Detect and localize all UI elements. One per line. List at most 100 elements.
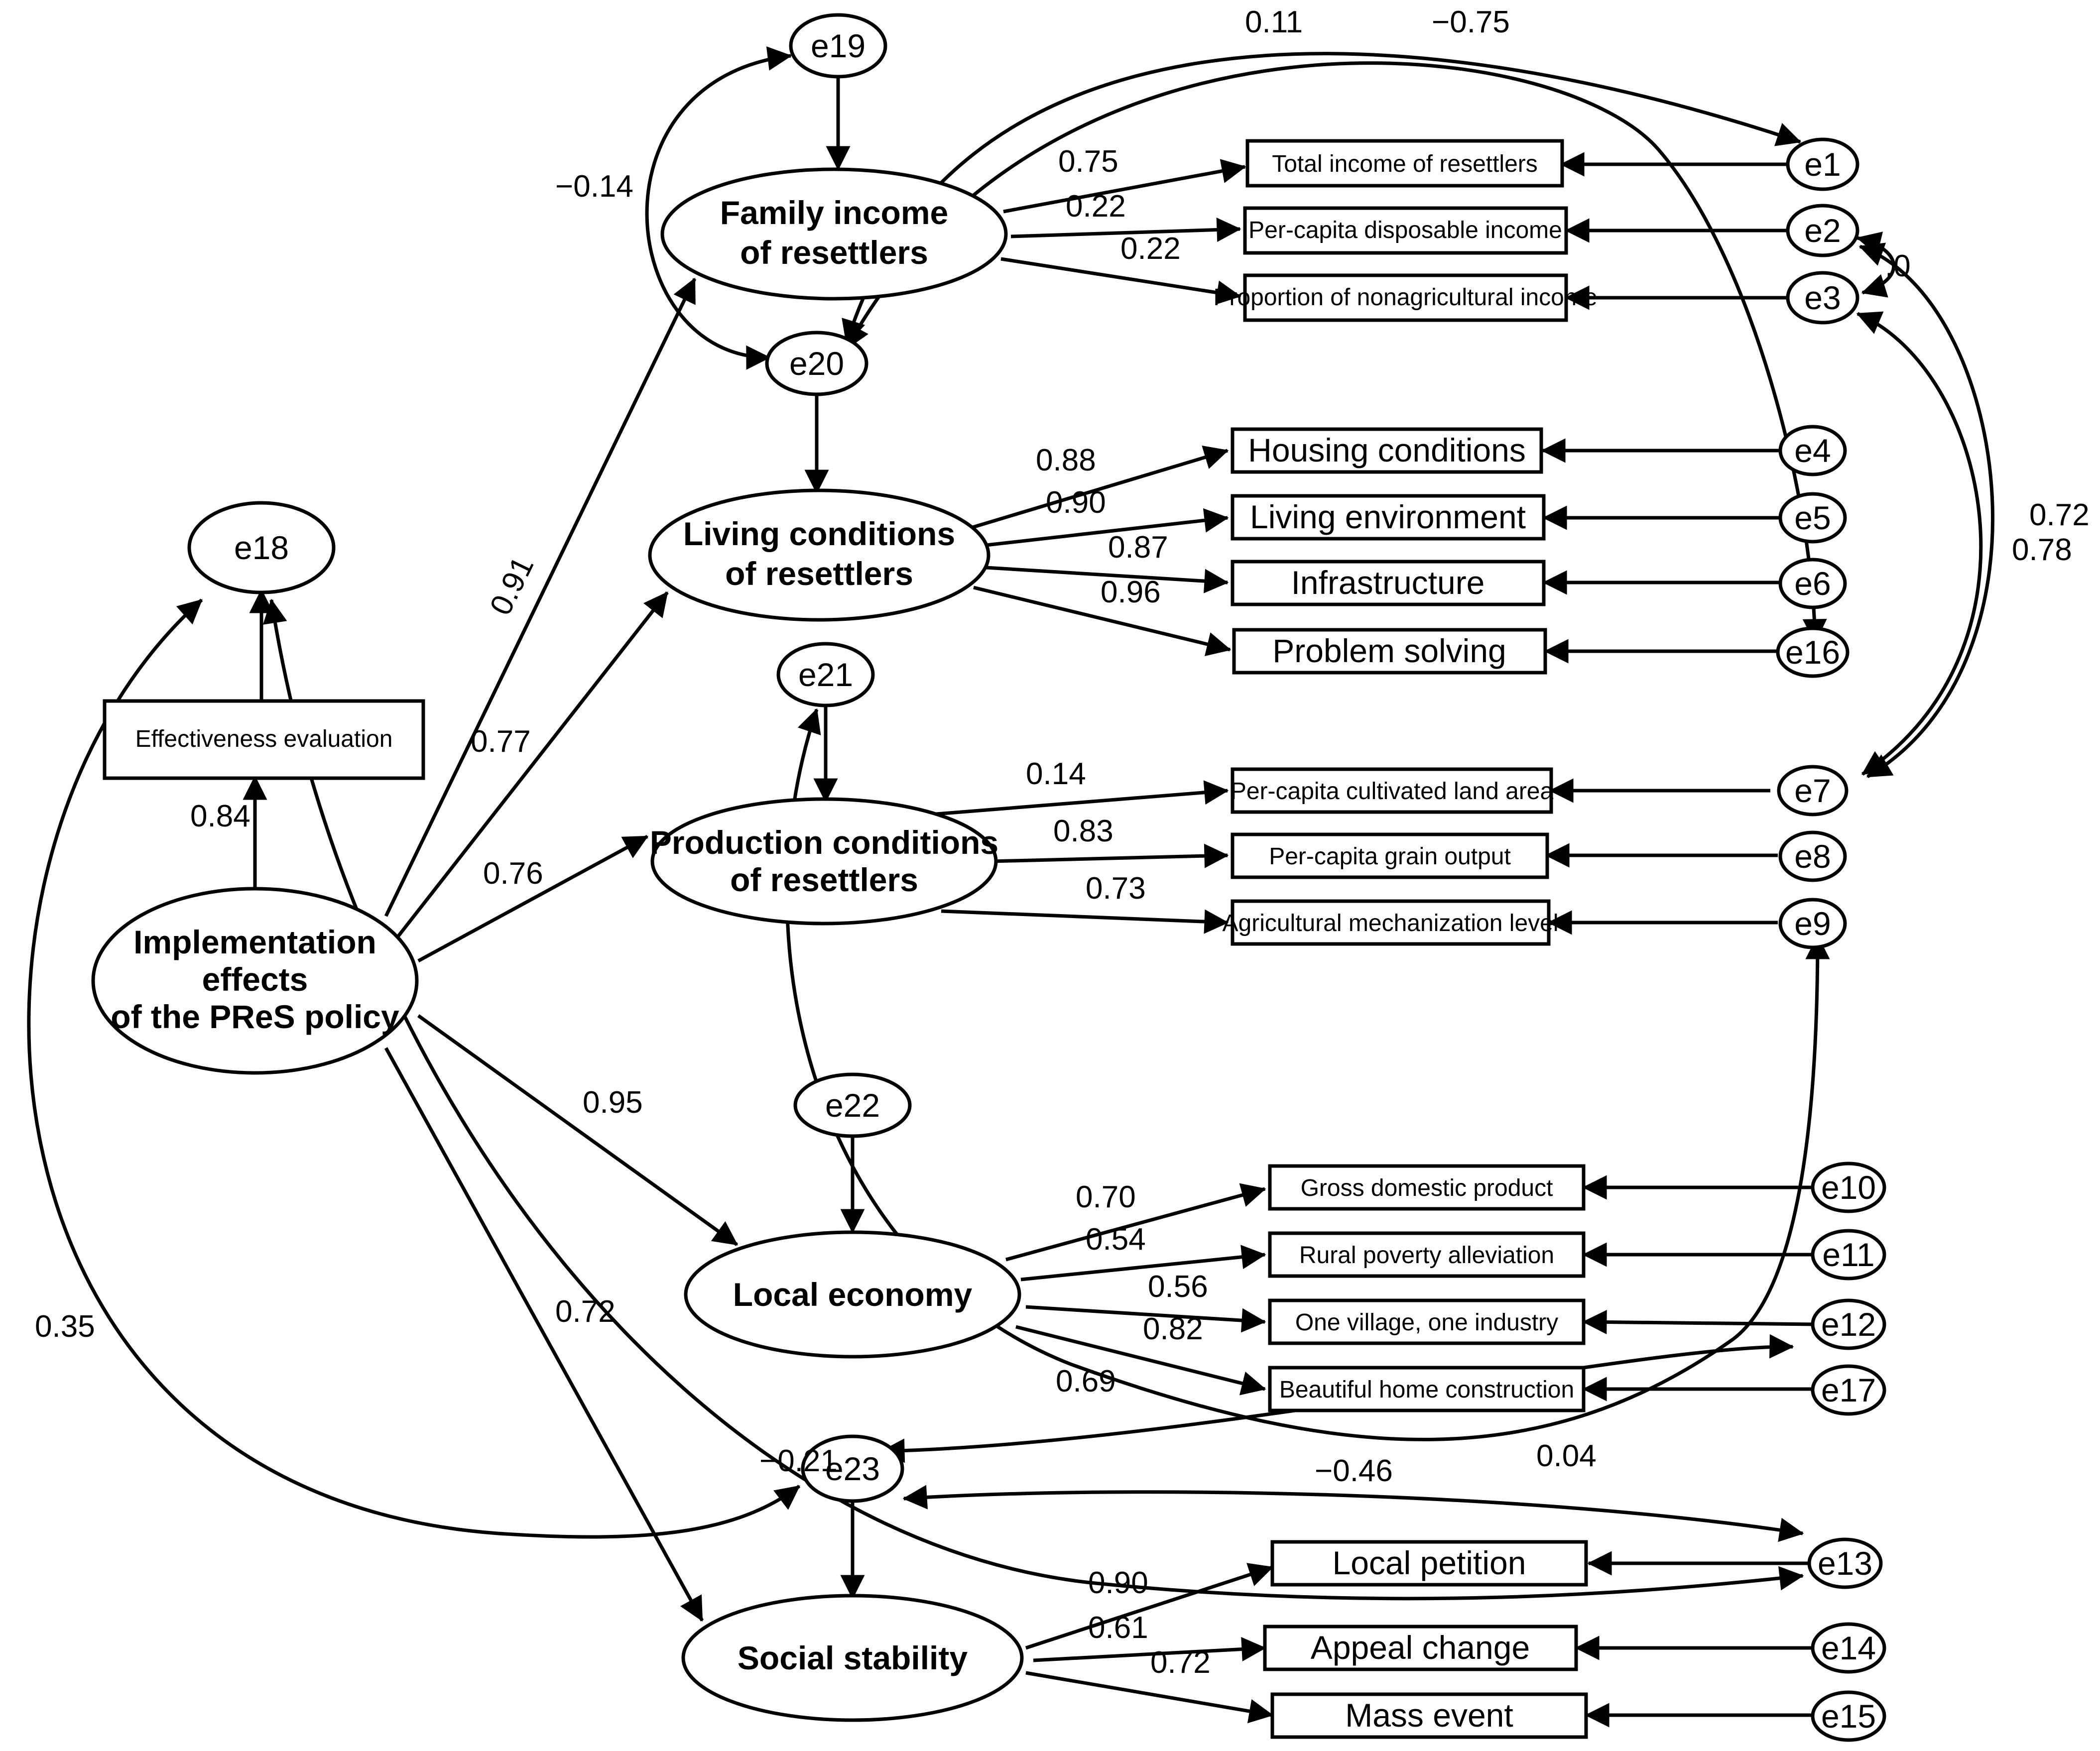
effectiveness-evaluation-label: Effectiveness evaluation — [135, 726, 393, 752]
edge-living-environment — [986, 508, 1229, 547]
coef-impl-family: 0.91 — [484, 551, 541, 620]
coef-e3-e7: 0.72 — [2029, 498, 2090, 532]
latent-local-economy: Local economy — [684, 1230, 1021, 1359]
e11-label: e11 — [1822, 1236, 1874, 1273]
e12-label: e12 — [1821, 1306, 1876, 1343]
problem-solving-box — [1232, 628, 1547, 675]
error-terms: e18 e19 e20 e21 e22 e23 e1 e2 e3 e4 e5 e… — [187, 13, 1886, 1742]
e14-node — [1811, 1622, 1886, 1674]
e21-node — [776, 642, 875, 707]
edge-production-grain — [990, 843, 1229, 868]
living-line-1: Living conditions — [683, 515, 955, 552]
appeal-change-box — [1263, 1625, 1578, 1671]
coef-economy-poverty: 0.54 — [1086, 1222, 1146, 1257]
grain-output-label: Per-capita grain output — [1269, 843, 1511, 870]
e21-label: e21 — [798, 656, 853, 693]
coef-e20-e16: −0.75 — [1432, 5, 1510, 39]
edge-social-appeal — [1033, 1637, 1266, 1662]
coef-e2-e7: 0.78 — [2012, 533, 2072, 567]
coef-production-mechanization: 0.73 — [1086, 871, 1146, 906]
e4-node — [1778, 425, 1847, 476]
coef-family-total: 0.75 — [1058, 144, 1118, 179]
e23-node — [801, 1434, 904, 1503]
implementation-line-3: of the PReS policy — [111, 998, 399, 1035]
e8-label: e8 — [1794, 838, 1831, 875]
grain-output-box — [1231, 832, 1549, 879]
coef-social-mass: 0.72 — [1150, 1645, 1211, 1680]
e5-label: e5 — [1794, 499, 1831, 536]
e3-node — [1786, 271, 1859, 325]
family-income-line-1: Family income — [720, 194, 949, 231]
e20-node — [765, 331, 868, 396]
coef-social-appeal: 0.61 — [1088, 1611, 1148, 1645]
village-industry-box — [1268, 1298, 1586, 1345]
infrastructure-label: Infrastructure — [1291, 564, 1485, 601]
local-economy-label: Local economy — [733, 1276, 973, 1313]
e16-label: e16 — [1785, 634, 1840, 671]
e16-node — [1776, 626, 1850, 678]
mass-event-label: Mass event — [1345, 1697, 1513, 1734]
e19-label: e19 — [811, 27, 865, 64]
edge-production-land — [936, 780, 1229, 816]
e18-label: e18 — [234, 529, 289, 566]
problem-solving-label: Problem solving — [1272, 632, 1506, 669]
housing-conditions-label: Housing conditions — [1248, 432, 1526, 468]
appeal-change-label: Appeal change — [1311, 1629, 1530, 1666]
disposable-income-box — [1243, 206, 1568, 255]
observed-indicators: Effectiveness evaluation Total income of… — [103, 139, 1598, 1739]
nonagri-income-label: Proportion of nonagricultural income — [1213, 284, 1597, 311]
production-line-2: of resettlers — [730, 861, 918, 898]
cov-e3-e7 — [1856, 311, 1983, 776]
coefficient-labels: 0.91 0.77 0.76 0.95 0.72 0.84 0.35 −0.14… — [35, 5, 2090, 1680]
poverty-label: Rural poverty alleviation — [1299, 1242, 1554, 1269]
coef-family-disposable: 0.22 — [1066, 189, 1126, 224]
e23-label: e23 — [825, 1450, 880, 1487]
coef-e18-e13: 0.04 — [1536, 1439, 1597, 1473]
cultivated-land-label: Per-capita cultivated land area — [1231, 778, 1554, 805]
e17-node — [1811, 1364, 1886, 1416]
e4-label: e4 — [1794, 432, 1831, 469]
implementation-line-2: effects — [202, 961, 308, 998]
e6-label: e6 — [1794, 565, 1831, 602]
coef-e18-e23: 0.35 — [35, 1309, 95, 1344]
latent-social-stability: Social stability — [681, 1594, 1024, 1722]
local-petition-label: Local petition — [1333, 1544, 1526, 1581]
cov-e2-e7 — [1858, 242, 1994, 779]
e2-label: e2 — [1804, 212, 1841, 249]
latent-implementation: Implementation effects of the PReS polic… — [91, 887, 419, 1075]
coef-e21-e13: −0.21 — [759, 1444, 838, 1478]
beautiful-home-label: Beautiful home construction — [1279, 1377, 1574, 1403]
coef-e20-e1: 0.11 — [1245, 5, 1303, 39]
coef-production-grain: 0.83 — [1053, 814, 1113, 848]
family-income-line-2: of resettlers — [740, 234, 928, 271]
e13-label: e13 — [1818, 1545, 1872, 1582]
cultivated-land-box — [1231, 767, 1553, 814]
e5-node — [1778, 492, 1847, 544]
living-environment-label: Living environment — [1250, 498, 1526, 535]
e7-node — [1777, 765, 1849, 817]
mechanization-box — [1231, 899, 1551, 946]
disposable-income-label: Per-capita disposable income — [1248, 217, 1562, 243]
coef-living-environment: 0.90 — [1046, 485, 1106, 520]
e1-label: e1 — [1804, 146, 1841, 183]
implementation-line-1: Implementation — [133, 924, 376, 960]
living-environment-box — [1231, 494, 1546, 541]
local-petition-box — [1270, 1540, 1588, 1587]
coef-living-infrastructure: 0.87 — [1108, 530, 1168, 565]
e2-node — [1786, 204, 1859, 257]
effectiveness-evaluation-box — [103, 699, 425, 780]
e22-node — [793, 1072, 912, 1138]
e7-label: e7 — [1794, 772, 1831, 809]
e17-label: e17 — [1821, 1372, 1876, 1408]
e10-node — [1811, 1162, 1886, 1213]
e20-label: e20 — [789, 345, 844, 382]
housing-conditions-box — [1231, 427, 1543, 474]
e22-label: e22 — [825, 1087, 880, 1124]
gdp-label: Gross domestic product — [1301, 1175, 1553, 1201]
e9-node — [1778, 898, 1847, 949]
e9-label: e9 — [1794, 905, 1831, 942]
coef-e2-e3: .0 — [1885, 249, 1911, 283]
edge-e12 — [1582, 1310, 1816, 1334]
e8-node — [1778, 830, 1847, 882]
